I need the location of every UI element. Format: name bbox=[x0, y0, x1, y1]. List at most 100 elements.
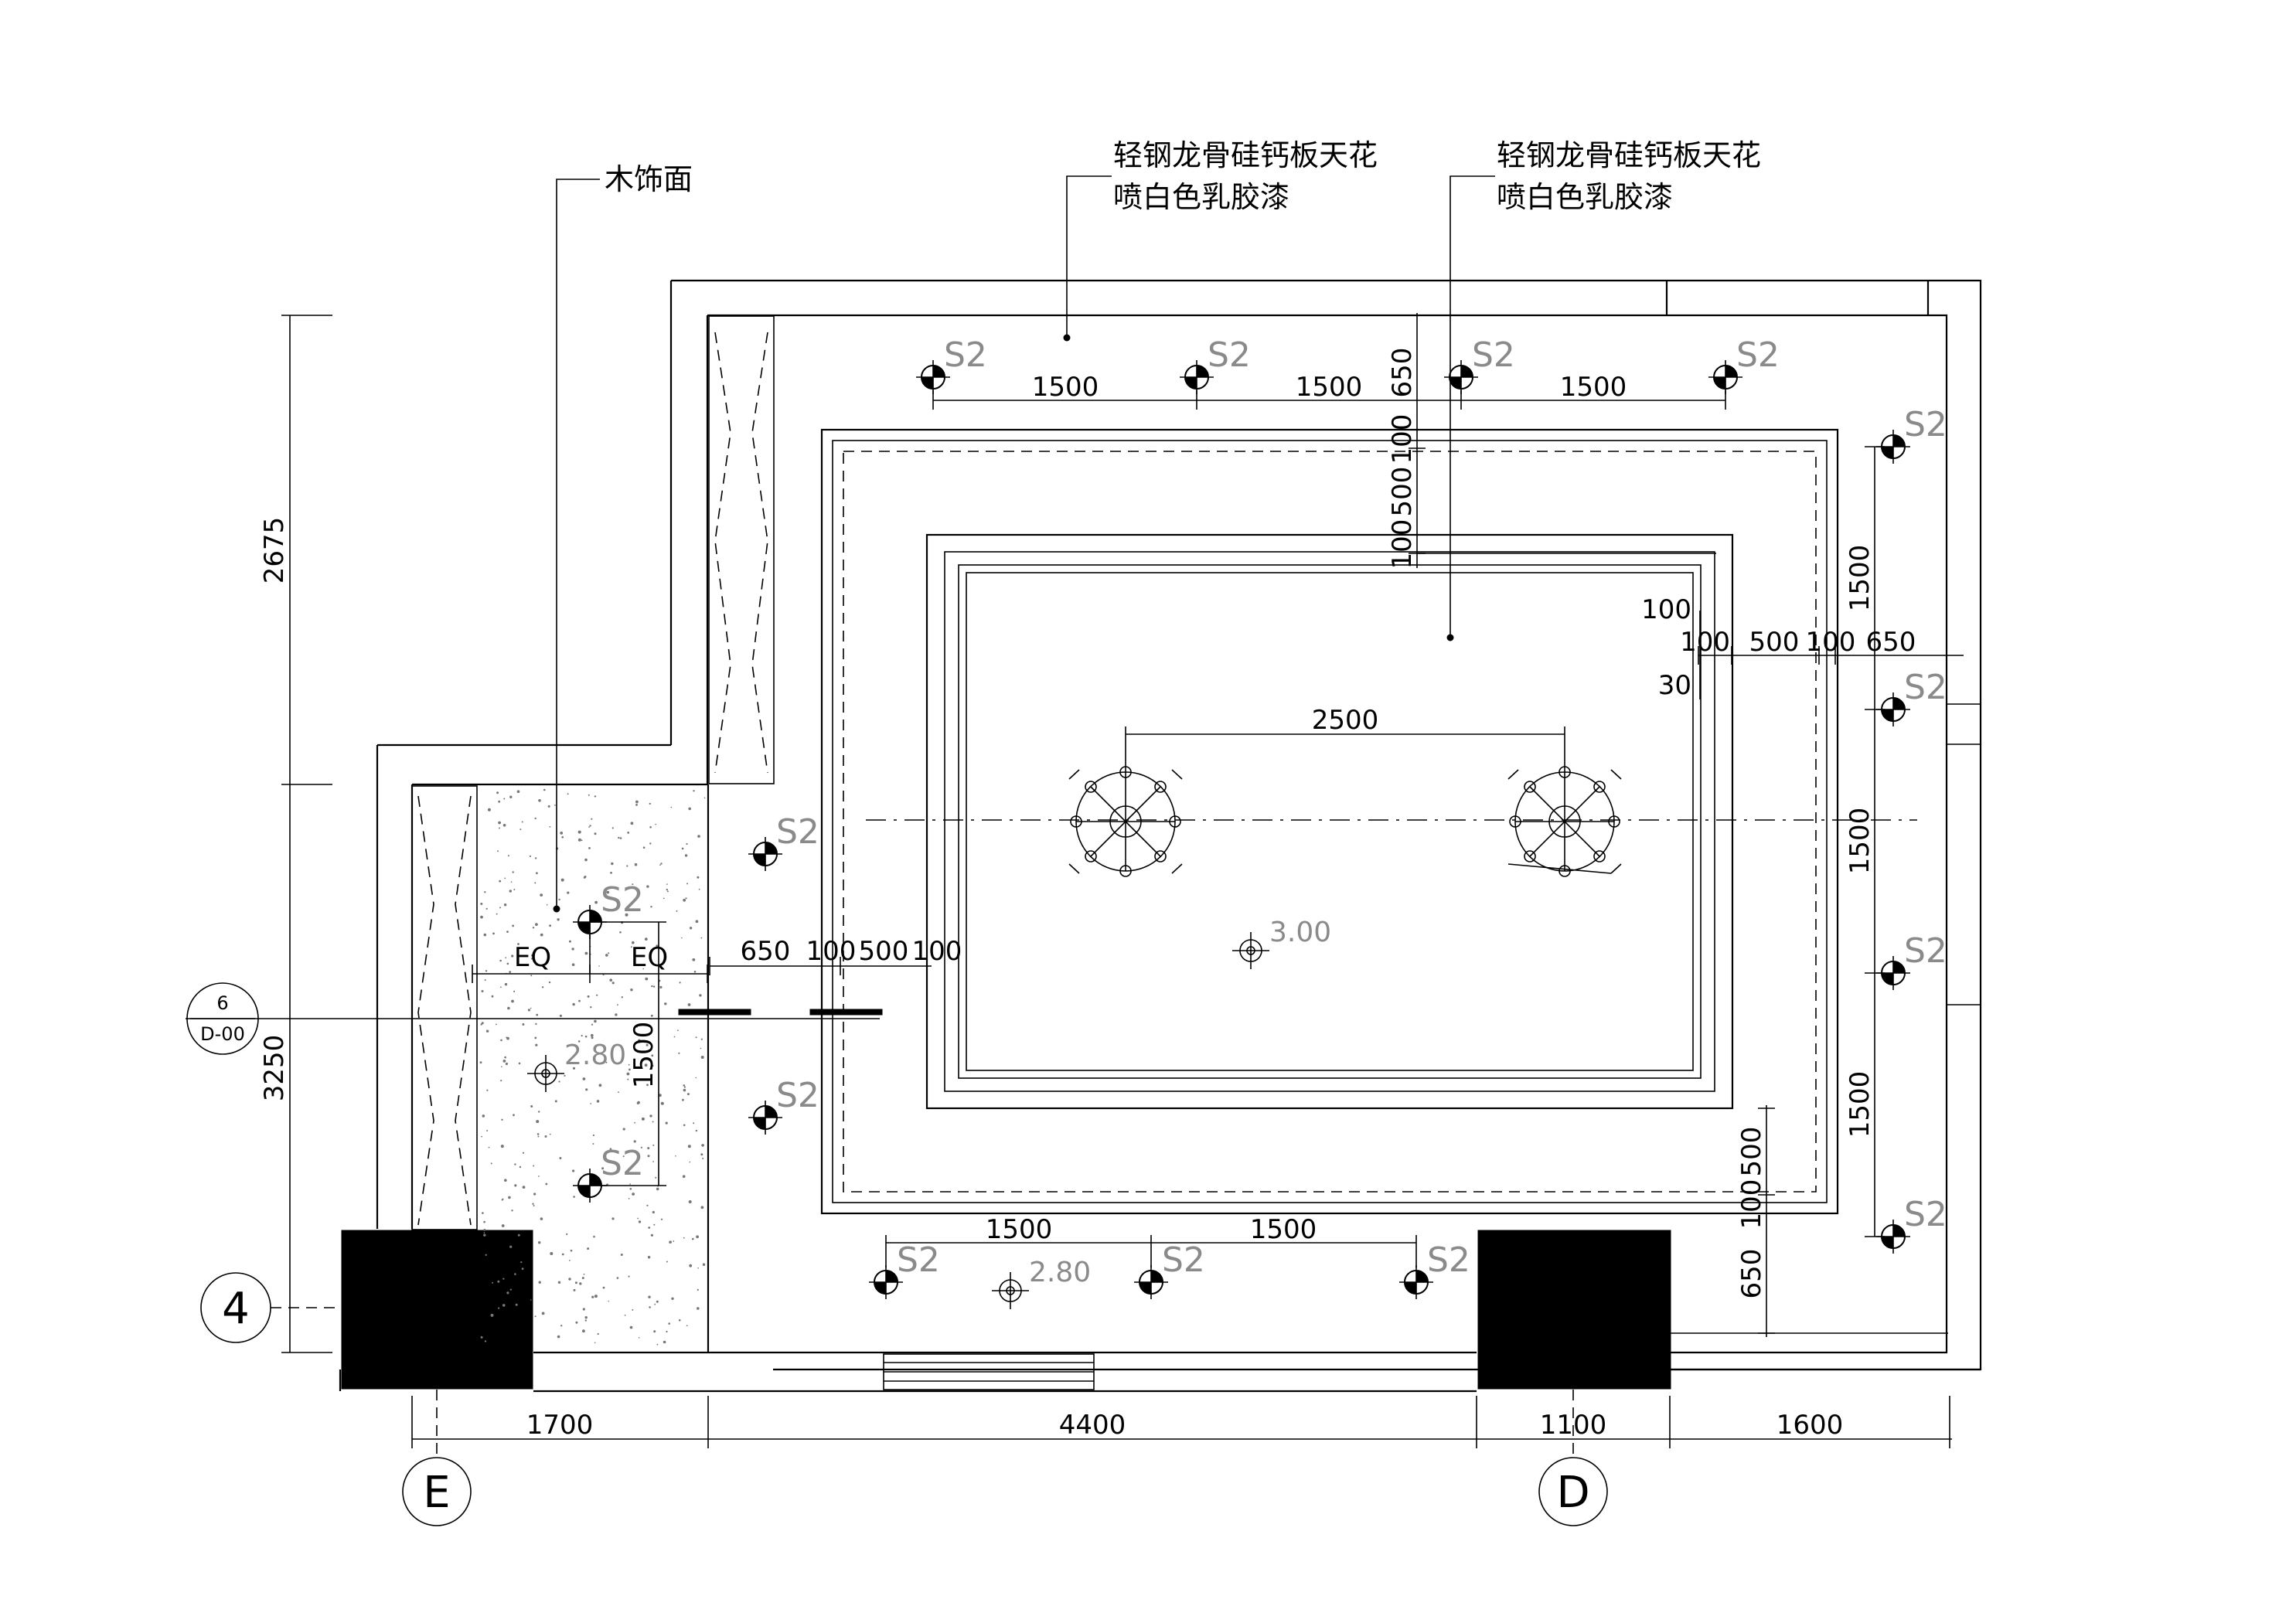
wood-panel-strip-left bbox=[411, 785, 478, 1230]
section-number: 6 bbox=[216, 992, 228, 1014]
dim-bottom-1600: 1600 bbox=[1777, 1410, 1844, 1441]
downlight-tag: S2 bbox=[1162, 1240, 1205, 1280]
label-ceiling-2-line1: 轻钢龙骨硅钙板天花 bbox=[1497, 138, 1761, 172]
dim-right-100b: 100 bbox=[1806, 627, 1856, 658]
dim-left-500: 500 bbox=[859, 936, 909, 967]
downlight-s2-icon: S2 bbox=[1876, 405, 1947, 464]
downlight-tag: S2 bbox=[776, 1076, 819, 1115]
downlight-s2-icon: S2 bbox=[1134, 1240, 1205, 1299]
downlight-tag: S2 bbox=[1904, 931, 1947, 971]
note-ceiling-2: 轻钢龙骨硅钙板天花 喷白色乳胶漆 bbox=[1446, 138, 1761, 641]
label-wood-finish: 木饰面 bbox=[605, 162, 693, 196]
downlight-s2-icon: S2 bbox=[916, 335, 987, 394]
section-sheet: D-00 bbox=[200, 1023, 245, 1045]
grid-label-d: D bbox=[1556, 1468, 1589, 1518]
downlight-tag: S2 bbox=[1736, 335, 1780, 375]
dim-corner-30: 30 bbox=[1658, 670, 1691, 701]
dim-right-650: 650 bbox=[1866, 627, 1916, 658]
dim-left-vertical: 1500 bbox=[590, 921, 666, 1186]
dim-top-offsets: 650 100 500 100 bbox=[1387, 313, 1716, 569]
dim-overall-2675: 2675 bbox=[259, 517, 290, 584]
downlight-s2-icon: S2 bbox=[1876, 931, 1947, 990]
wood-panel-strip-top bbox=[708, 315, 775, 784]
downlight-tag: S2 bbox=[601, 1144, 644, 1183]
dim-right-100a: 100 bbox=[1680, 627, 1730, 658]
dim-top-2: 1500 bbox=[1296, 372, 1363, 403]
section-marker: 6 D-00 bbox=[186, 982, 883, 1055]
dim-left-offsets: 650 100 500 100 bbox=[709, 936, 962, 975]
dim-top-100a: 100 bbox=[1387, 414, 1418, 464]
downlight-tag: S2 bbox=[1904, 668, 1947, 707]
dim-right-500: 500 bbox=[1749, 627, 1800, 658]
dim-chandelier-spacing: 2500 bbox=[1125, 705, 1565, 773]
downlight-s2-icon: S2 bbox=[869, 1240, 940, 1299]
downlight-tag: S2 bbox=[776, 812, 819, 852]
level-mark-left: 2.80 bbox=[527, 1039, 626, 1092]
column-right bbox=[1477, 1230, 1671, 1390]
wood-finish-area bbox=[479, 788, 706, 1346]
note-wood-finish: 木饰面 bbox=[553, 162, 693, 913]
downlight-tag: S2 bbox=[1472, 335, 1515, 375]
level-left: 2.80 bbox=[564, 1039, 626, 1071]
downlight-s2-icon: S2 bbox=[1708, 335, 1780, 394]
level-mark-main: 3.00 bbox=[1232, 917, 1331, 969]
dim-top-100b: 100 bbox=[1387, 519, 1418, 570]
downlight-tag: S2 bbox=[897, 1240, 940, 1280]
downlight-tag: S2 bbox=[1208, 335, 1251, 375]
downlight-tag: S2 bbox=[1904, 405, 1947, 444]
dim-right-spacing: 1500 1500 1500 bbox=[1845, 446, 1885, 1237]
dim-bottom-2: 1500 bbox=[1250, 1214, 1317, 1245]
dim-right-3: 1500 bbox=[1845, 1071, 1875, 1138]
dim-eq: EQ EQ bbox=[472, 922, 708, 983]
dim-top-1: 1500 bbox=[1032, 372, 1099, 403]
grid-axis-4: 4 bbox=[200, 1272, 344, 1343]
dim-right-2: 1500 bbox=[1845, 808, 1875, 875]
downlight-tag: S2 bbox=[1427, 1240, 1470, 1280]
dim-overall-3250: 3250 bbox=[259, 1035, 290, 1102]
dim-right-1: 1500 bbox=[1845, 545, 1875, 612]
dim-top-500: 500 bbox=[1387, 467, 1418, 517]
note-ceiling-1: 轻钢龙骨硅钙板天花 喷白色乳胶漆 bbox=[1063, 138, 1378, 342]
dim-right-100-top: 100 bbox=[1641, 594, 1691, 625]
grid-label-4: 4 bbox=[222, 1284, 250, 1334]
dim-overall-left: 2675 3250 bbox=[259, 315, 332, 1353]
grid-axis-e: E bbox=[402, 1390, 472, 1526]
chandelier-left-icon bbox=[1068, 766, 1183, 877]
ceiling-inner-tier bbox=[925, 533, 1734, 1110]
outer-walls bbox=[339, 279, 1982, 1393]
chandelier-right-icon bbox=[1507, 766, 1622, 877]
label-ceiling-2-line2: 喷白色乳胶漆 bbox=[1497, 180, 1673, 214]
downlight-s2-icon: S2 bbox=[573, 880, 644, 939]
dim-top-spacing: 1500 1500 1500 bbox=[932, 372, 1726, 410]
label-ceiling-1-line1: 轻钢龙骨硅钙板天花 bbox=[1113, 138, 1378, 172]
ceiling-outer-tier bbox=[820, 428, 1839, 1215]
dim-overall-bottom: 1700 4400 1100 1600 bbox=[411, 1396, 1952, 1448]
label-ceiling-1-line2: 喷白色乳胶漆 bbox=[1113, 180, 1289, 214]
dim-left-100a: 100 bbox=[806, 936, 857, 967]
dim-top-650: 650 bbox=[1387, 348, 1418, 398]
dim-left-650: 650 bbox=[741, 936, 791, 967]
downlight-tag: S2 bbox=[944, 335, 987, 375]
dim-left-1500: 1500 bbox=[629, 1022, 659, 1089]
downlight-tag: S2 bbox=[1904, 1195, 1947, 1234]
downlight-s2-icon: S2 bbox=[1180, 335, 1251, 394]
downlight-tag: S2 bbox=[601, 880, 644, 920]
level-bottom: 2.80 bbox=[1029, 1257, 1091, 1288]
dim-br-500: 500 bbox=[1736, 1127, 1767, 1177]
downlight-s2-icon: S2 bbox=[748, 1076, 819, 1135]
dim-eq-right: EQ bbox=[631, 942, 668, 973]
dim-2500: 2500 bbox=[1312, 705, 1379, 736]
dim-bottom-spacing: 1500 1500 bbox=[885, 1214, 1417, 1267]
dim-left-100b: 100 bbox=[912, 936, 962, 967]
dim-bottom-right-offsets: 650 100 500 bbox=[1670, 1105, 1948, 1337]
level-mark-bottom: 2.80 bbox=[992, 1257, 1091, 1309]
dim-bottom-1700: 1700 bbox=[526, 1410, 594, 1441]
dim-bottom-1: 1500 bbox=[986, 1214, 1053, 1245]
downlight-s2-icon: S2 bbox=[1876, 668, 1947, 726]
grid-label-e: E bbox=[423, 1468, 450, 1518]
dim-eq-left: EQ bbox=[514, 942, 551, 973]
dim-br-100: 100 bbox=[1736, 1179, 1767, 1230]
level-main: 3.00 bbox=[1269, 917, 1331, 948]
